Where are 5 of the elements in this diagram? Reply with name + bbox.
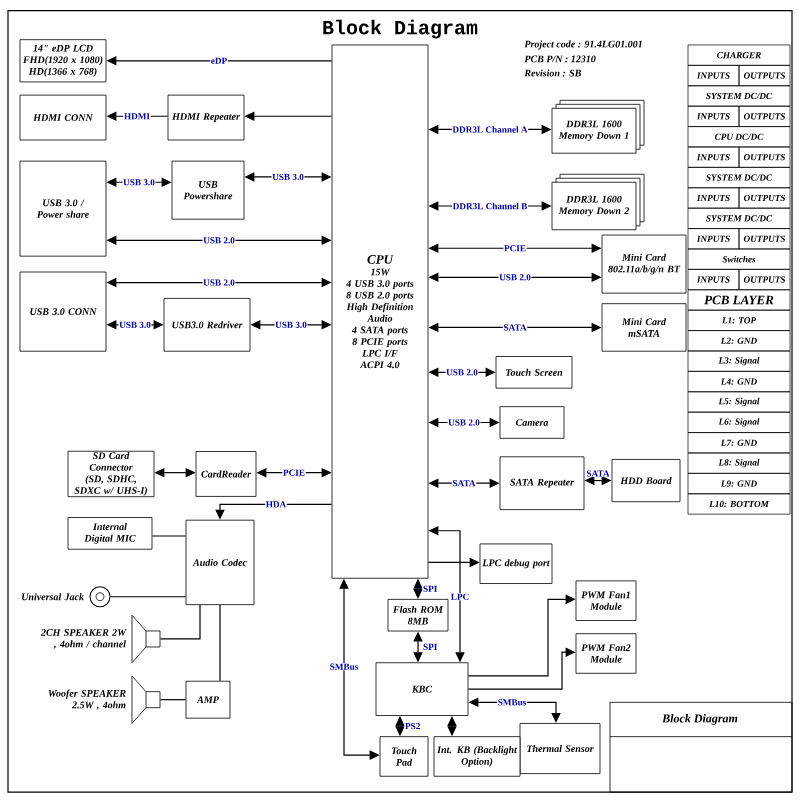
speaker-symbol — [131, 614, 161, 664]
title: Block Diagram — [323, 19, 478, 39]
speaker-symbol — [131, 675, 161, 724]
jack-symbol — [89, 586, 111, 608]
arrow — [159, 604, 201, 640]
